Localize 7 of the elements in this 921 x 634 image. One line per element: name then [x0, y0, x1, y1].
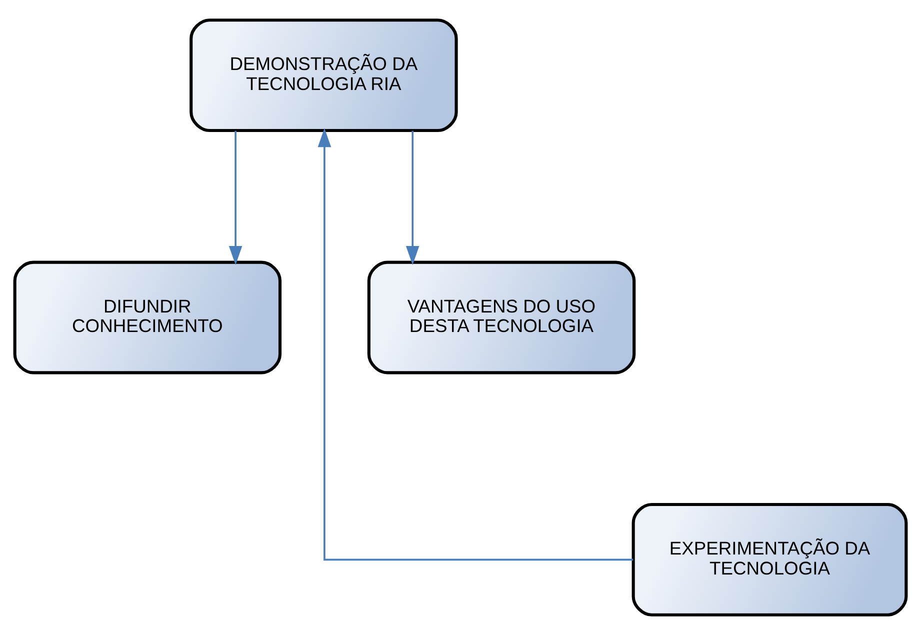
node-box: DIFUNDIR CONHECIMENTO [13, 260, 282, 374]
arrow [406, 130, 420, 264]
arrow [228, 130, 242, 264]
node-box: DEMONSTRAÇÃO DA TECNOLOGIA RIA [190, 18, 458, 132]
node-box: EXPERIMENTAÇÃO DA TECNOLOGIA [632, 502, 908, 616]
node-box: VANTAGENS DO USO DESTA TECNOLOGIA [367, 260, 636, 374]
arrow [318, 128, 634, 560]
